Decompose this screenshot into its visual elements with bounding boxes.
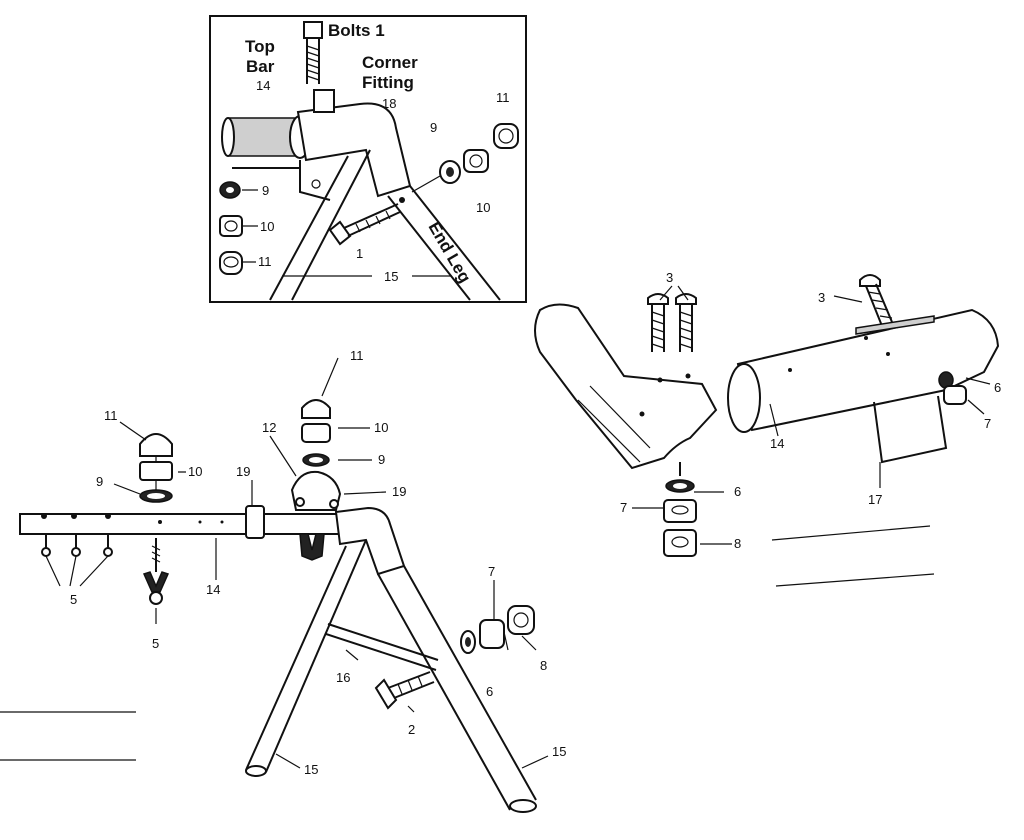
main-top-bar — [19, 513, 353, 535]
inset-bolt-diagonal — [328, 197, 405, 246]
main-num-9-left: 9 — [96, 474, 103, 489]
main-num-16: 16 — [336, 670, 350, 685]
main-corner-fitting — [334, 506, 406, 576]
inset-hardware-left — [219, 181, 258, 275]
inset-num-9-right: 9 — [430, 120, 437, 135]
main-num-10-left: 10 — [188, 464, 202, 479]
main-bolt-2 — [374, 671, 435, 710]
main-bar-clamp — [245, 505, 265, 539]
right-tube — [727, 308, 1000, 433]
inset-num-11-left: 11 — [258, 254, 272, 269]
inset-hardware-right — [411, 123, 519, 193]
main-num-5-group: 5 — [70, 592, 77, 607]
inset-top-bar — [221, 115, 311, 159]
inset-top-bar-num: 14 — [256, 78, 270, 93]
main-legs — [245, 539, 537, 813]
main-num-12: 12 — [262, 420, 276, 435]
right-num-6-side: 6 — [994, 380, 1001, 395]
main-num-14: 14 — [206, 582, 220, 597]
main-num-19-a: 19 — [236, 464, 250, 479]
right-num-7-side: 7 — [984, 416, 991, 431]
right-num-3-pair: 3 — [666, 270, 673, 285]
inset-bolt-vertical — [303, 21, 323, 84]
main-swing-hook — [142, 538, 170, 624]
main-num-19-b: 19 — [392, 484, 406, 499]
inset-corner-label-1: Corner — [362, 53, 418, 72]
right-end-fitting — [534, 303, 718, 470]
inset-num-11-right: 11 — [496, 90, 510, 105]
right-num-6-bottom: 6 — [734, 484, 741, 499]
main-num-2: 2 — [408, 722, 415, 737]
main-num-10-center: 10 — [374, 420, 388, 435]
right-bolts-pair — [647, 293, 697, 352]
main-num-8: 8 — [540, 658, 547, 673]
right-num-3-single: 3 — [818, 290, 825, 305]
inset-num-9-left: 9 — [262, 183, 269, 198]
right-hardware-side — [938, 371, 967, 405]
main-num-11-left: 11 — [104, 408, 118, 423]
inset-frame — [209, 15, 527, 303]
right-bolt-single — [855, 274, 935, 335]
main-num-5-hook: 5 — [152, 636, 159, 651]
main-num-11-center: 11 — [350, 348, 364, 363]
right-num-8-bottom: 8 — [734, 536, 741, 551]
main-num-9-center: 9 — [378, 452, 385, 467]
inset-corner-label-2: Fitting — [362, 73, 414, 92]
right-hardware-bottom — [663, 462, 697, 557]
inset-num-1: 1 — [356, 246, 363, 261]
main-hardware-right — [460, 605, 535, 654]
inset-num-10-right: 10 — [476, 200, 490, 215]
main-pivot-bracket — [290, 470, 342, 561]
inset-top-bar-label-1: Top — [245, 37, 275, 56]
right-num-17: 17 — [868, 492, 882, 507]
inset-corner-num: 18 — [382, 96, 396, 111]
main-num-15-left: 15 — [304, 762, 318, 777]
inset-num-15: 15 — [384, 269, 398, 284]
main-num-6: 6 — [486, 684, 493, 699]
main-brace — [325, 623, 439, 671]
right-num-7-bottom: 7 — [620, 500, 627, 515]
right-num-14: 14 — [770, 436, 784, 451]
inset-top-bar-label-2: Bar — [246, 57, 275, 76]
main-hardware-left — [139, 433, 173, 503]
right-leg — [873, 395, 948, 464]
inset-num-10-left: 10 — [260, 219, 274, 234]
main-hanger-bolts — [41, 534, 113, 587]
main-num-7: 7 — [488, 564, 495, 579]
main-hardware-center — [301, 399, 331, 467]
inset-detail: Bolts 1 Top Bar 14 Corner Fitting 18 End… — [209, 15, 527, 303]
inset-bolts-label: Bolts 1 — [328, 21, 385, 40]
right-detail: 3 3 6 7 8 14 17 6 7 — [534, 270, 1001, 587]
main-num-15-right: 15 — [552, 744, 566, 759]
main-assembly: 11 10 9 5 5 14 11 10 9 12 19 19 16 2 7 8… — [19, 348, 566, 813]
stray-lines — [0, 711, 136, 761]
